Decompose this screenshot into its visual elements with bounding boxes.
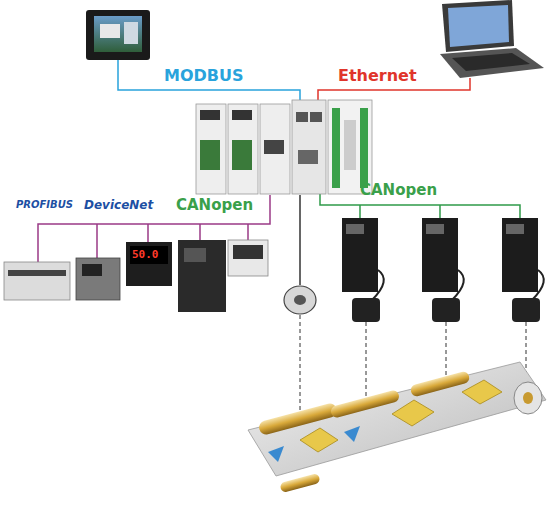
bus-logo: CANopen — [360, 183, 437, 198]
fieldbus-drop — [147, 224, 149, 242]
bus-logo: PROFIBUS — [16, 200, 73, 210]
conveyor-web — [248, 362, 546, 493]
fieldbus-drop — [247, 224, 249, 240]
canopen-drop — [439, 205, 441, 218]
encoder — [284, 286, 316, 314]
canopen-drop — [359, 205, 361, 218]
field-devices — [4, 240, 268, 312]
bus-name: MODBUS — [164, 68, 244, 84]
bus-logo: DeviceNet — [84, 199, 153, 211]
display-reading: 50.0 — [132, 249, 159, 260]
laptop — [440, 0, 544, 78]
bus-name: Ethernet — [338, 68, 417, 84]
encoder-wire — [299, 195, 301, 285]
fieldbus-drop — [96, 224, 98, 262]
fieldbus-drop — [199, 224, 201, 240]
bus-logo: CANopen — [176, 198, 253, 213]
servo-drives — [342, 218, 544, 322]
plc-rack — [196, 100, 372, 194]
hmi-panel — [86, 10, 150, 60]
